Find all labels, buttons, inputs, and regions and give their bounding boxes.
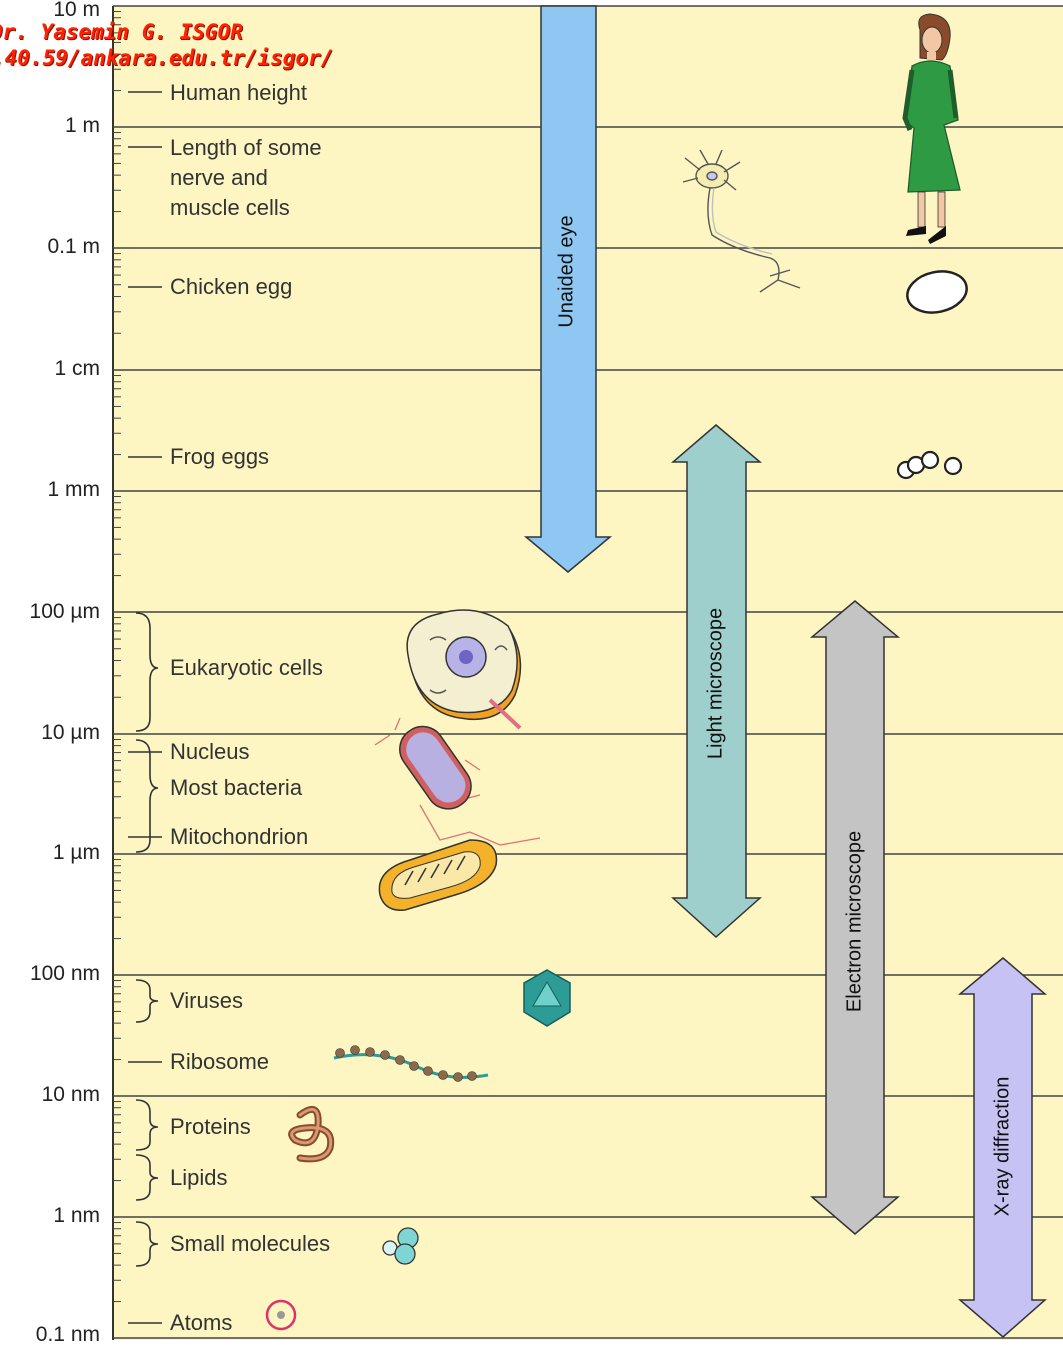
scale-label-0-1nm: 0.1 nm: [36, 1323, 100, 1347]
label-frog-eggs: Frog eggs: [170, 444, 269, 470]
label-atoms: Atoms: [170, 1310, 232, 1336]
author-watermark: Dr. Yasemin G. ISGOR: [0, 20, 243, 44]
label-lipids: Lipids: [170, 1165, 227, 1191]
label-small-molecules: Small molecules: [170, 1231, 330, 1257]
label-eukaryotic-cells: Eukaryotic cells: [170, 655, 323, 681]
scale-label-1m: 1 m: [65, 114, 100, 138]
label-xray-diffraction: X-ray diffraction: [992, 1057, 1015, 1237]
label-light-microscope: Light microscope: [705, 604, 728, 764]
label-mitochondrion: Mitochondrion: [170, 824, 308, 850]
label-ribosome: Ribosome: [170, 1049, 269, 1075]
scale-label-1nm: 1 nm: [53, 1204, 100, 1228]
label-nucleus: Nucleus: [170, 739, 249, 765]
scale-label-100um: 100 µm: [30, 600, 100, 624]
label-unaided-eye: Unaided eye: [556, 212, 579, 332]
label-human-height: Human height: [170, 80, 307, 106]
url-watermark: .40.59/ankara.edu.tr/isgor/: [0, 46, 333, 70]
scale-label-10um: 10 µm: [41, 721, 100, 745]
scale-label-1mm: 1 mm: [48, 478, 101, 502]
label-chicken-egg: Chicken egg: [170, 274, 292, 300]
scale-label-1cm: 1 cm: [54, 357, 100, 381]
label-nerve-line2: nerve and: [170, 165, 268, 191]
label-most-bacteria: Most bacteria: [170, 775, 302, 801]
label-viruses: Viruses: [170, 988, 243, 1014]
label-proteins: Proteins: [170, 1114, 251, 1140]
label-electron-microscope: Electron microscope: [844, 822, 867, 1022]
scale-label-10nm: 10 nm: [42, 1083, 100, 1107]
scale-label-0-1m: 0.1 m: [47, 235, 100, 259]
scale-label-10m: 10 m: [53, 0, 100, 22]
label-nerve-line1: Length of some: [170, 135, 322, 161]
scale-label-1um: 1 µm: [53, 841, 100, 865]
atom-icon: [267, 1301, 295, 1329]
label-nerve-line3: muscle cells: [170, 195, 290, 221]
scale-label-100nm: 100 nm: [30, 962, 100, 986]
